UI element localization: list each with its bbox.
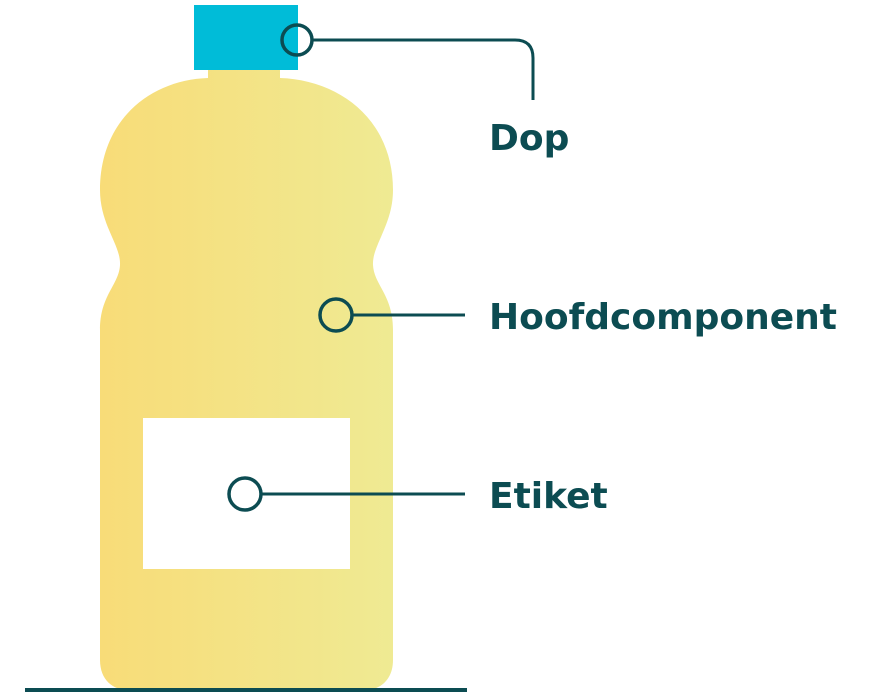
bottle-body bbox=[100, 70, 393, 690]
callout-etiket: Etiket bbox=[227, 476, 608, 517]
callout-body: Hoofdcomponent bbox=[318, 297, 837, 338]
callout-body-label: Hoofdcomponent bbox=[489, 297, 837, 338]
callout-etiket-label: Etiket bbox=[489, 476, 608, 517]
callout-body-marker bbox=[318, 297, 354, 333]
callout-cap: Dop bbox=[280, 23, 569, 159]
callout-cap-marker bbox=[280, 23, 314, 57]
callout-cap-label: Dop bbox=[489, 118, 569, 159]
callout-cap-line bbox=[313, 38, 535, 100]
callout-etiket-marker bbox=[227, 476, 263, 512]
